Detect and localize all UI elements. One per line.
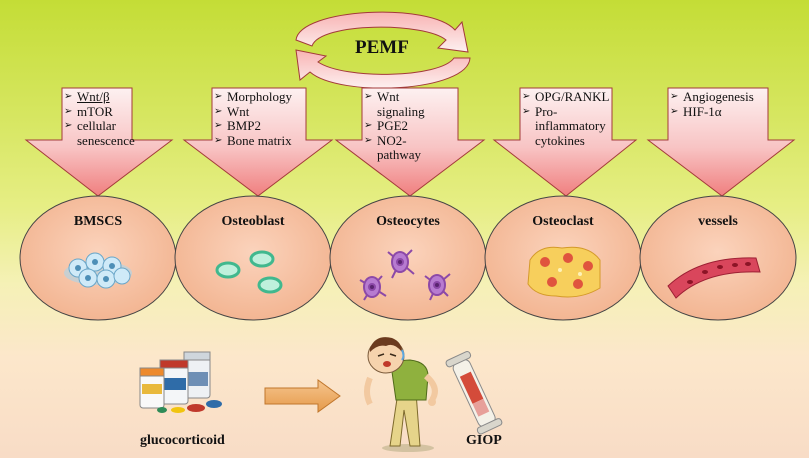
osteocytes-effect-list: Wnt signaling PGE2 NO2-pathway (364, 89, 438, 163)
cause-arrow (264, 379, 341, 413)
osteocytes-effect-item: PGE2 (364, 118, 438, 134)
vessels-effect-item: HIF-1α (670, 104, 770, 120)
pemf-title: PEMF (355, 37, 409, 58)
bmscs-effect-list: Wnt/β mTOR cellular senescence (64, 89, 144, 148)
cycle-arrow-lower (295, 49, 471, 89)
cycle-arrow-upper (295, 11, 469, 53)
osteocytes-effect-item: NO2-pathway (364, 133, 425, 163)
patient-back-pain-icon (364, 337, 438, 452)
cell-label-osteoclast: Osteoclast (532, 214, 594, 229)
osteoclast-effect-list: OPG/RANKL Pro-inflammatory cytokines (522, 89, 616, 149)
bmscs-cell-cluster-icon (64, 252, 132, 289)
cycle-arrows (295, 11, 471, 89)
glucocorticoid-label: glucocorticoid (140, 433, 225, 448)
vessels-effect-item: Angiogenesis (670, 89, 770, 105)
cell-label-vessels: vessels (698, 214, 738, 229)
bmscs-effect-item: mTOR (64, 104, 144, 120)
glucocorticoid-drugs-icon (139, 351, 222, 413)
osteoblast-effect-item: Bone matrix (214, 133, 310, 149)
giop-bone-icon (445, 351, 503, 435)
osteocytes-effect-item: Wnt signaling (364, 89, 438, 119)
cell-label-osteocytes: Osteocytes (376, 214, 440, 229)
cell-label-osteoblast: Osteoblast (221, 214, 285, 229)
osteoblast-effect-item: Morphology (214, 89, 310, 105)
osteoclast-effect-item: Pro-inflammatory cytokines (522, 104, 607, 149)
osteoblast-cells-icon (215, 250, 283, 294)
osteoclast-effect-item: OPG/RANKL (522, 89, 616, 105)
osteoblast-effect-item: BMP2 (214, 118, 310, 134)
bmscs-effect-item: cellular senescence (64, 118, 137, 148)
bmscs-effect-item: Wnt/β (64, 89, 144, 105)
giop-label: GIOP (466, 433, 502, 448)
osteocytes-cells-icon (359, 249, 451, 301)
osteoblast-effect-list: Morphology Wnt BMP2 Bone matrix (214, 89, 310, 149)
osteoblast-effect-item: Wnt (214, 104, 310, 120)
blood-vessel-icon (667, 257, 761, 299)
vessels-effect-list: Angiogenesis HIF-1α (670, 89, 770, 120)
cell-label-bmscs: BMSCS (73, 214, 123, 229)
osteoclast-tissue-icon (527, 246, 601, 298)
